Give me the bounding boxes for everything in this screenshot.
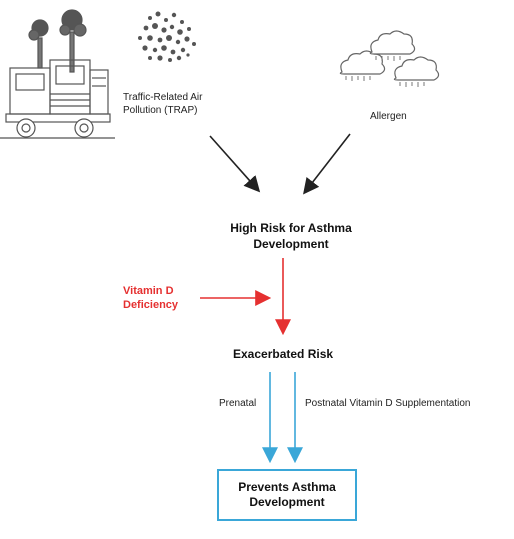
trap-label: Traffic-Related Air Pollution (TRAP) — [123, 92, 203, 116]
outcome-box: Prevents Asthma Development — [217, 469, 357, 521]
arrow-trap-to-risk — [209, 135, 261, 193]
exacerbated-risk-label: Exacerbated Risk — [233, 347, 334, 361]
particulate-icon — [138, 11, 196, 62]
postnatal-label: Postnatal Vitamin D Supplementation — [305, 398, 471, 409]
truck-exhaust-icon — [0, 9, 115, 139]
prenatal-label: Prenatal — [219, 398, 257, 409]
vitamin-d-deficiency-label: Vitamin D Deficiency — [123, 285, 179, 311]
arrow-allergen-to-risk — [303, 133, 351, 195]
outcome-label: Prevents Asthma Development — [238, 480, 336, 509]
high-risk-label: High Risk for Asthma Development — [230, 221, 352, 251]
allergen-label: Allergen — [370, 111, 407, 122]
pollen-cloud-icon — [339, 30, 440, 87]
